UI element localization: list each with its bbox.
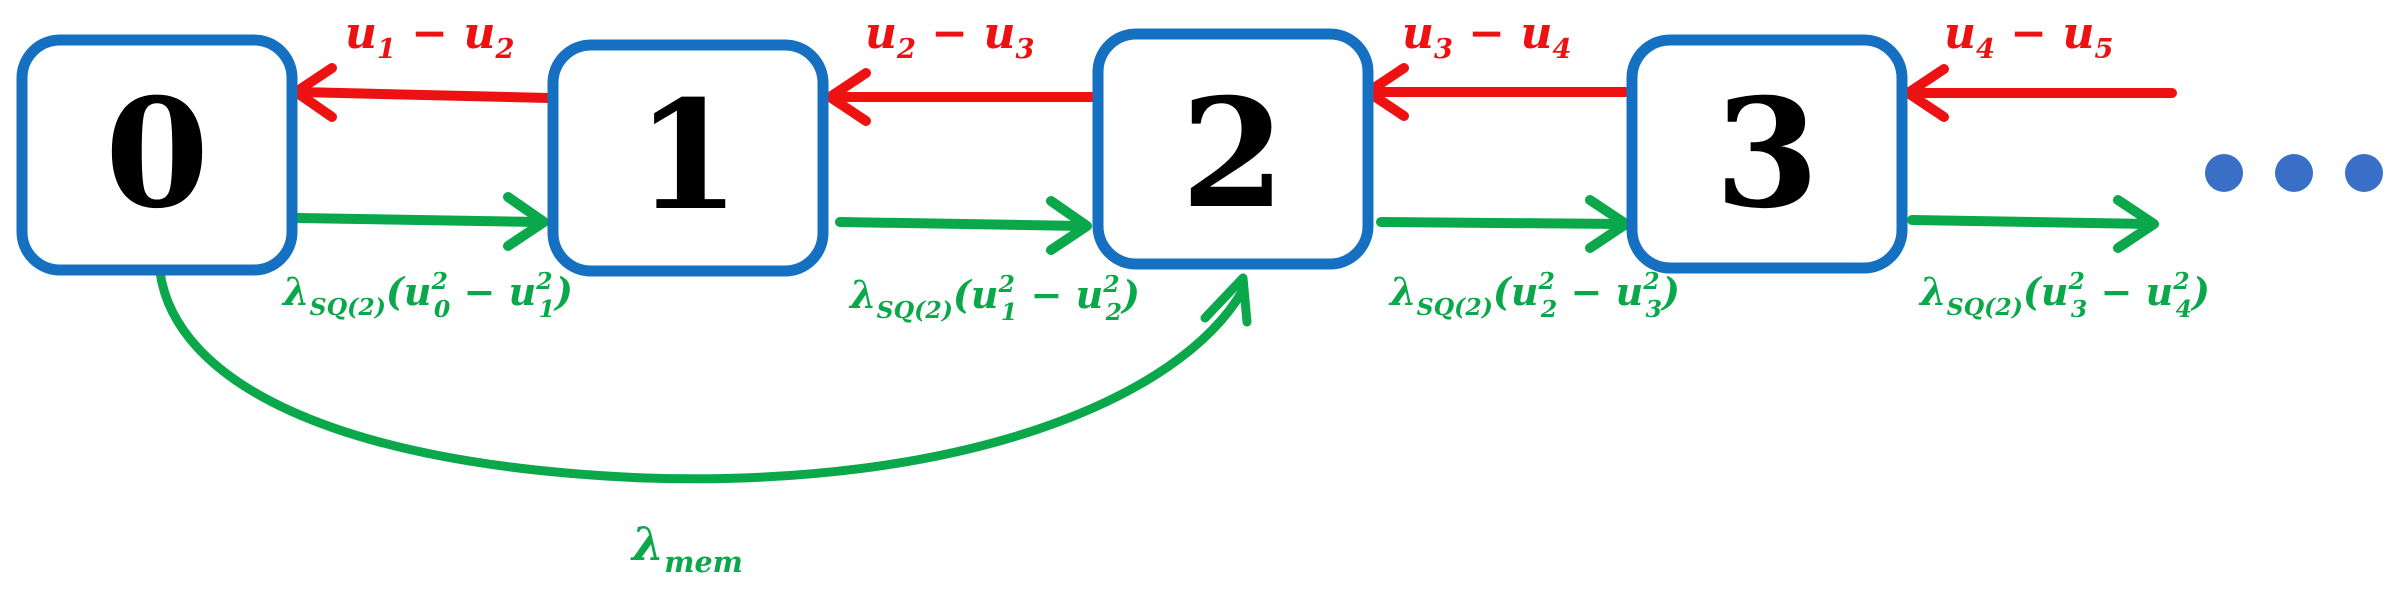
death-arrow-head <box>1903 64 1949 122</box>
state-label: 3 <box>1715 66 1819 242</box>
memory-arc <box>155 267 1248 484</box>
ellipsis <box>2205 154 2383 192</box>
state-2: 2 <box>1092 28 1374 270</box>
state-box <box>16 34 298 276</box>
state-label: 0 <box>105 66 209 242</box>
states: 0 1 2 3 <box>16 28 1908 277</box>
state-label: 2 <box>1181 66 1285 242</box>
death-transition-4: u4 − u5 <box>1903 8 2177 122</box>
ellipsis-dot <box>2205 154 2243 192</box>
ellipsis-dot <box>2345 154 2383 192</box>
birth-arrow-shaft <box>1376 217 1627 229</box>
mem-lambda: λ <box>630 517 664 571</box>
death-transition-3: u3 − u4 <box>1363 8 1631 121</box>
state-3: 3 <box>1626 34 1908 274</box>
birth-arrow-head <box>2113 195 2159 253</box>
death-arrows: u1 − u2 u2 − u3 u3 − u4 u4 − u5 <box>291 8 2177 126</box>
memory-arc-arrowhead <box>1200 273 1252 327</box>
death-rate-label: u2 − u3 <box>865 8 1034 65</box>
state-1: 1 <box>547 39 829 277</box>
memory-transition: λmem <box>155 267 1252 579</box>
birth-arrow-shaft <box>293 213 545 227</box>
birth-arrow-head <box>1046 196 1092 255</box>
death-rate-label: u1 − u2 <box>345 8 514 65</box>
memory-rate-label: λmem <box>630 517 743 579</box>
death-transition-1: u1 − u2 <box>291 8 554 122</box>
state-label: 1 <box>636 68 740 244</box>
death-rate-label: u4 − u5 <box>1944 8 2113 65</box>
death-arrow-shaft <box>295 87 554 103</box>
state-0: 0 <box>16 34 298 276</box>
birth-arrow-head <box>503 192 549 251</box>
birth-arrow-head <box>1585 195 1631 253</box>
birth-arrow-shaft <box>835 217 1088 231</box>
state-box <box>1092 28 1374 270</box>
mem-subscript: mem <box>664 545 743 579</box>
ellipsis-dot <box>2275 154 2313 192</box>
death-rate-label: u3 − u4 <box>1402 8 1571 65</box>
state-box <box>1626 34 1908 274</box>
state-box <box>547 39 829 277</box>
death-arrow-head <box>825 68 871 126</box>
birth-arrow-shaft <box>1907 215 2155 229</box>
death-transition-2: u2 − u3 <box>825 8 1099 126</box>
